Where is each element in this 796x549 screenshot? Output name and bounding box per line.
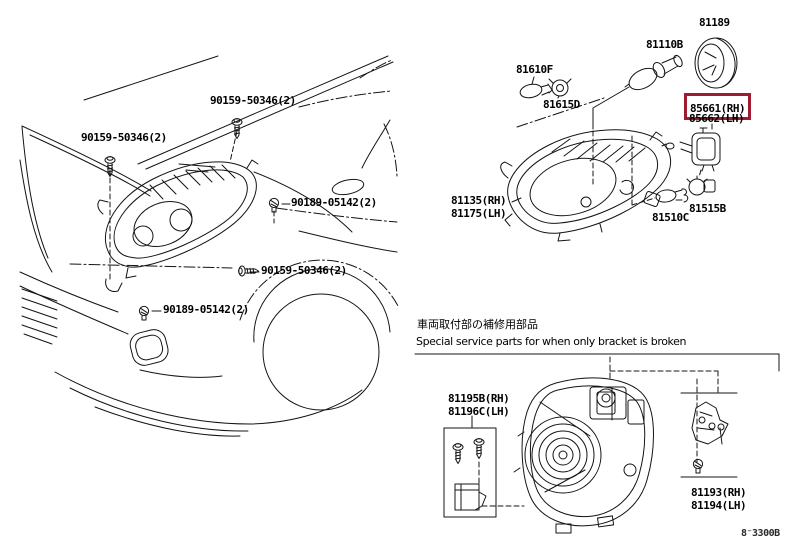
headlamp-rear-view-drawing: [513, 377, 654, 534]
part-label-81510C[interactable]: 81510C: [652, 211, 689, 224]
socket-81615D-drawing: [548, 78, 572, 99]
bulb-81610F-drawing: [519, 76, 553, 99]
figure-code: 8⁻3300B: [741, 528, 780, 539]
part-label-81175[interactable]: 81175(LH): [451, 207, 507, 220]
part-label-81610F[interactable]: 81610F: [516, 63, 553, 76]
service-parts-drawing: [414, 353, 780, 534]
fastener-label-90189-05142-upper[interactable]: 90189-05142(2): [291, 196, 377, 209]
part-label-81515B[interactable]: 81515B: [689, 202, 726, 215]
service-note-japanese: 車両取付部の補修用部品: [417, 318, 538, 331]
socket-81515B-drawing: [686, 169, 716, 196]
part-label-81196C[interactable]: 81196C(LH): [448, 405, 510, 418]
ring-81189-drawing: [694, 37, 738, 89]
part-label-81195B[interactable]: 81195B(RH): [448, 392, 510, 405]
part-label-81193[interactable]: 81193(RH): [691, 486, 747, 499]
exploded-headlamp-drawing: [500, 37, 738, 242]
part-label-81194[interactable]: 81194(LH): [691, 499, 747, 512]
part-label-81189[interactable]: 81189: [699, 16, 730, 29]
part-label-85662[interactable]: 85662(LH): [689, 112, 745, 125]
bulb-81510C-drawing: [631, 135, 689, 206]
leveling-actuator-drawing: [661, 123, 721, 172]
bracket-81193-drawing: [691, 401, 729, 474]
fastener-label-90159-50346-top[interactable]: 90159-50346(2): [210, 94, 296, 107]
part-label-81615D[interactable]: 81615D: [543, 98, 580, 111]
fastener-label-90159-50346-lower[interactable]: 90159-50346(2): [261, 264, 347, 277]
screw-set-box: [443, 427, 497, 518]
headlamp-unit-drawing: [500, 129, 672, 242]
part-label-81110B[interactable]: 81110B: [646, 38, 683, 51]
fastener-label-90189-05142-bumper[interactable]: 90189-05142(2): [163, 303, 249, 316]
part-label-81135[interactable]: 81135(RH): [451, 194, 507, 207]
car-front-drawing: [19, 55, 399, 437]
selected-part-highlight[interactable]: 85661(RH): [684, 93, 752, 120]
bulb-81110B-drawing: [624, 54, 683, 91]
fastener-label-90159-50346-left[interactable]: 90159-50346(2): [81, 131, 167, 144]
service-note-english: Special service parts for when only brac…: [416, 335, 687, 348]
part-label-85661[interactable]: 85661(RH): [690, 102, 746, 115]
